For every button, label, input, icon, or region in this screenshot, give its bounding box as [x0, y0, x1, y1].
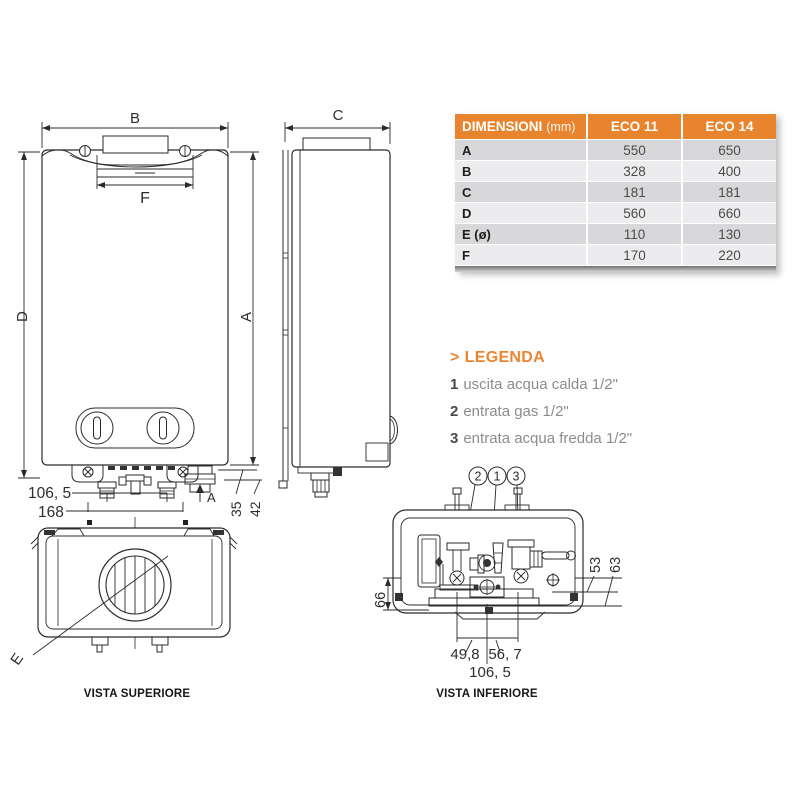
dim-label-a: A [238, 312, 255, 322]
dim-label-f: F [140, 190, 150, 207]
dim-label-66: 66 [373, 592, 389, 608]
callout-circle-3 [506, 466, 526, 486]
dim-label-d: D [14, 311, 31, 322]
dim-label-c: C [333, 107, 344, 124]
callout-label-1: 1 [494, 470, 501, 484]
dim-label-53: 53 [588, 557, 604, 573]
dim-label-35: 35 [228, 501, 244, 517]
dim-label-106-5-bottom: 106, 5 [469, 664, 511, 681]
table-row: E (ø) 110 130 [455, 224, 776, 244]
dim-label-e: E [8, 650, 27, 668]
table-row: D 560 660 [455, 203, 776, 223]
callout-label-2: 2 [475, 470, 482, 484]
table-title: DIMENSIONI [462, 119, 543, 134]
dim-label-106-5: 106, 5 [28, 485, 71, 502]
bottom-view-drawing: 2 1 3 66 53 63 49,8 56, 7 106, 5 [373, 466, 624, 681]
top-view-drawing: E [8, 517, 238, 668]
dim-label-168: 168 [38, 504, 64, 521]
callout-label-3: 3 [513, 470, 520, 484]
table-shadow [455, 266, 776, 272]
wall-arrow-label: A [207, 490, 216, 505]
side-view-drawing: C [278, 107, 398, 498]
table-row: F 170 220 [455, 245, 776, 265]
dim-label-42: 42 [247, 501, 263, 517]
caption-vista-superiore: VISTA SUPERIORE [83, 688, 191, 700]
table-row: C 181 181 [455, 182, 776, 202]
table-row: B 328 400 [455, 161, 776, 181]
table-row: A 550 650 [455, 140, 776, 160]
callout-circle-2 [468, 466, 488, 486]
dim-label-56-7: 56, 7 [488, 646, 521, 663]
front-view-drawing: B F D A 106, 5 168 A 35 42 [14, 110, 263, 521]
table-unit: (mm) [546, 119, 576, 134]
legend-title: >LEGENDA [450, 349, 545, 366]
dim-label-49-8: 49,8 [450, 646, 479, 663]
caption-vista-inferiore: VISTA INFERIORE [436, 688, 538, 700]
callout-circle-1 [487, 466, 507, 486]
dim-label-63: 63 [608, 557, 624, 573]
table-header-dimensions: DIMENSIONI (mm) [455, 114, 586, 139]
table-header-row: DIMENSIONI (mm) ECO 11 ECO 14 [455, 114, 776, 139]
table-header-eco14: ECO 14 [683, 114, 776, 139]
legend-marker: > [450, 349, 460, 366]
dim-label-b: B [130, 110, 140, 127]
dimensions-table: DIMENSIONI (mm) ECO 11 ECO 14 A 550 650 … [455, 114, 776, 272]
table-header-eco11: ECO 11 [588, 114, 681, 139]
